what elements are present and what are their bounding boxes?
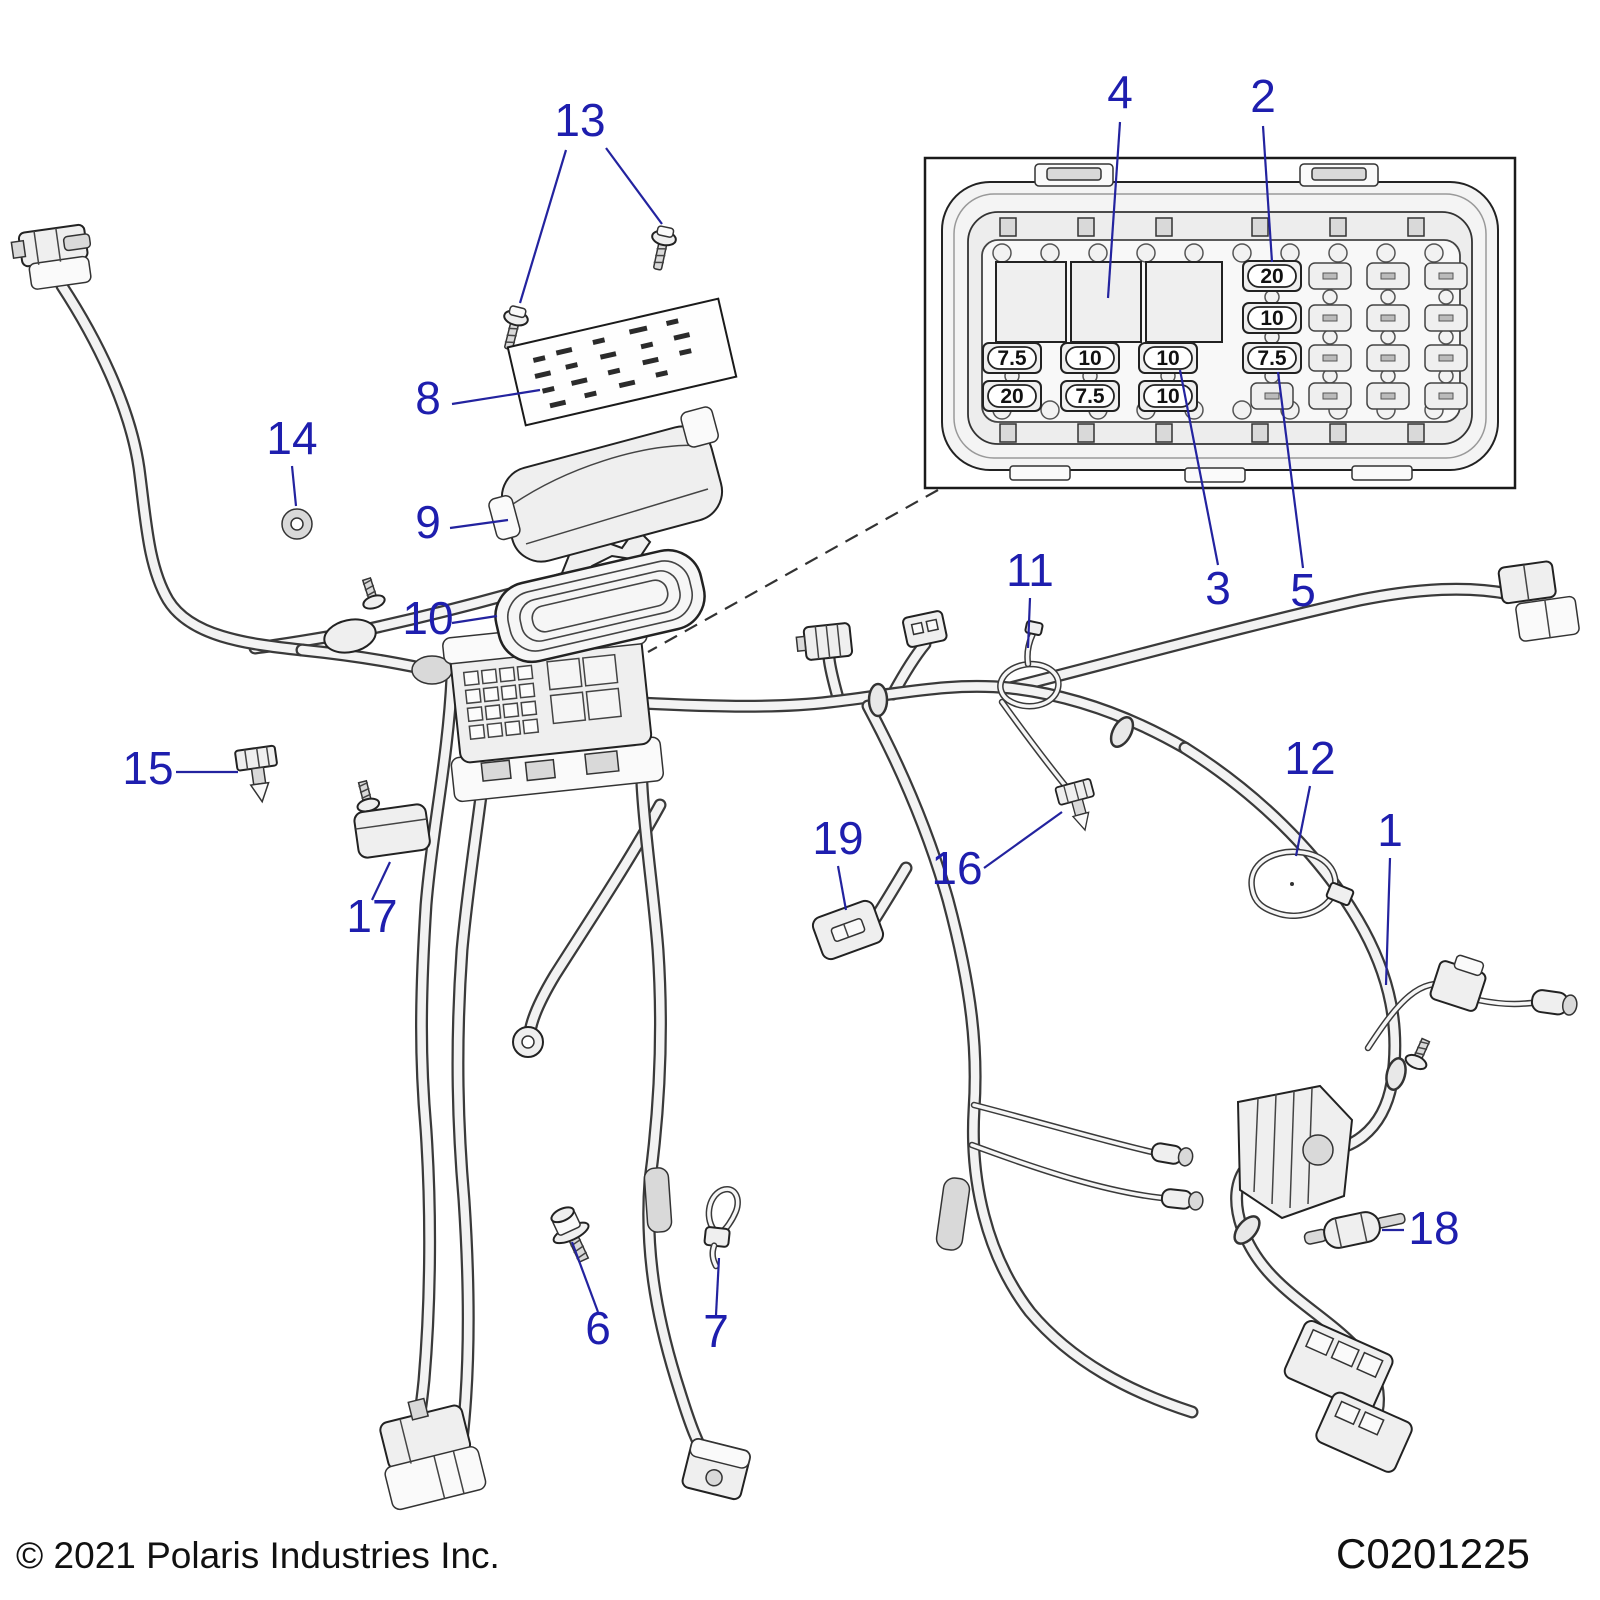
relay-slot bbox=[1145, 261, 1223, 343]
fuse-mid-row: 7.5 10 10 7.5 bbox=[982, 342, 1302, 374]
fuse-20-top: 20 bbox=[1242, 260, 1302, 292]
callout-9: 9 bbox=[415, 496, 509, 548]
callouts: 1 2 3 4 5 6 7 8 bbox=[122, 66, 1459, 1357]
diagnostic-connector bbox=[811, 899, 885, 961]
fuse-bottom-row: 20 7.5 10 bbox=[982, 380, 1198, 412]
copyright-text: © 2021 Polaris Industries Inc. bbox=[16, 1535, 500, 1576]
fuse-10-col4: 10 bbox=[1242, 302, 1302, 334]
fuse-panel-detail: 20 10 7.5 10 10 7.5 20 7.5 bbox=[923, 156, 1517, 490]
callout-label: 4 bbox=[1107, 66, 1133, 118]
callout-label: 15 bbox=[122, 742, 173, 794]
callout-label: 7 bbox=[703, 1305, 729, 1357]
callout-15: 15 bbox=[122, 742, 238, 794]
callout-label: 3 bbox=[1205, 562, 1231, 614]
round-inline-connectors bbox=[1150, 1142, 1204, 1211]
projection-dashed-line bbox=[647, 489, 939, 653]
diagram-code: C0201225 bbox=[1336, 1530, 1530, 1577]
callout-label: 2 bbox=[1250, 70, 1276, 122]
loop-clamp-part bbox=[1248, 848, 1355, 919]
callout-label: 17 bbox=[346, 890, 397, 942]
right-edge-connectors bbox=[1497, 560, 1580, 642]
inline-fuse-link bbox=[1303, 1211, 1406, 1249]
callout-label: 13 bbox=[554, 94, 605, 146]
drop-end-connector bbox=[681, 1438, 751, 1501]
callout-label: 8 bbox=[415, 372, 441, 424]
callout-17: 17 bbox=[346, 861, 398, 942]
fuse-value: 10 bbox=[1156, 347, 1179, 370]
fuse-value: 7.5 bbox=[1257, 347, 1287, 370]
fuse-box-cover bbox=[488, 406, 724, 563]
callout-label: 9 bbox=[415, 496, 441, 548]
callout-2: 2 bbox=[1250, 70, 1276, 263]
callout-1: 1 bbox=[1377, 804, 1403, 986]
battery-clamp-connector bbox=[10, 223, 92, 290]
callout-5: 5 bbox=[1276, 371, 1316, 616]
convolute-sleeve bbox=[643, 1167, 673, 1233]
ring-terminal bbox=[512, 1026, 544, 1058]
callout-13: 13 bbox=[518, 94, 663, 304]
boxed-part bbox=[350, 778, 431, 859]
callout-label: 18 bbox=[1408, 1202, 1459, 1254]
fuse-value: 20 bbox=[1260, 265, 1283, 288]
callout-label: 14 bbox=[266, 412, 317, 464]
callout-11: 11 bbox=[1006, 544, 1054, 649]
relay-slot bbox=[995, 261, 1067, 343]
fuse-value: 10 bbox=[1260, 307, 1283, 330]
callout-10: 10 bbox=[402, 592, 498, 644]
fuse-value: 7.5 bbox=[997, 347, 1027, 370]
vent-holes bbox=[999, 217, 1425, 443]
callout-4: 4 bbox=[1106, 66, 1133, 299]
cover-seal bbox=[494, 548, 706, 664]
convolute-sleeve bbox=[935, 1177, 971, 1251]
bolt-part bbox=[550, 1206, 590, 1264]
bottom-right-connector-blocks bbox=[1283, 1319, 1413, 1473]
battery-terminal-cluster bbox=[379, 1397, 487, 1511]
callout-label: 11 bbox=[1006, 544, 1054, 596]
callout-label: 5 bbox=[1290, 564, 1316, 616]
callout-19: 19 bbox=[812, 812, 864, 911]
sensor-plug-branch bbox=[1429, 954, 1578, 1016]
fuse-value: 20 bbox=[1000, 385, 1023, 408]
callout-7: 7 bbox=[703, 1257, 729, 1357]
fuse-value: 7.5 bbox=[1075, 385, 1105, 408]
callout-label: 12 bbox=[1284, 732, 1335, 784]
callout-label: 19 bbox=[812, 812, 863, 864]
fuse-value: 10 bbox=[1156, 385, 1179, 408]
relay-slot bbox=[1070, 261, 1142, 343]
callout-label: 10 bbox=[402, 592, 453, 644]
callout-label: 6 bbox=[585, 1302, 611, 1354]
callout-3: 3 bbox=[1178, 369, 1231, 614]
exploded-parts bbox=[233, 223, 1406, 1270]
grommet-part bbox=[281, 508, 313, 540]
callout-16: 16 bbox=[931, 811, 1063, 894]
callout-6: 6 bbox=[570, 1241, 611, 1354]
callout-14: 14 bbox=[266, 412, 318, 507]
fuse-value: 10 bbox=[1078, 347, 1101, 370]
callout-12: 12 bbox=[1284, 732, 1336, 857]
callout-18: 18 bbox=[1382, 1202, 1460, 1254]
harness-clamp bbox=[323, 618, 377, 654]
callout-8: 8 bbox=[415, 372, 541, 424]
callout-label: 1 bbox=[1377, 804, 1403, 856]
fuse-legend-label bbox=[506, 297, 738, 427]
four-pin-connector bbox=[795, 622, 854, 661]
callout-label: 16 bbox=[931, 842, 982, 894]
molded-branch-part bbox=[1236, 1084, 1354, 1220]
two-pin-connector bbox=[902, 610, 948, 648]
small-tie-part bbox=[703, 1186, 741, 1270]
empty-fuse-slots bbox=[1250, 262, 1468, 410]
